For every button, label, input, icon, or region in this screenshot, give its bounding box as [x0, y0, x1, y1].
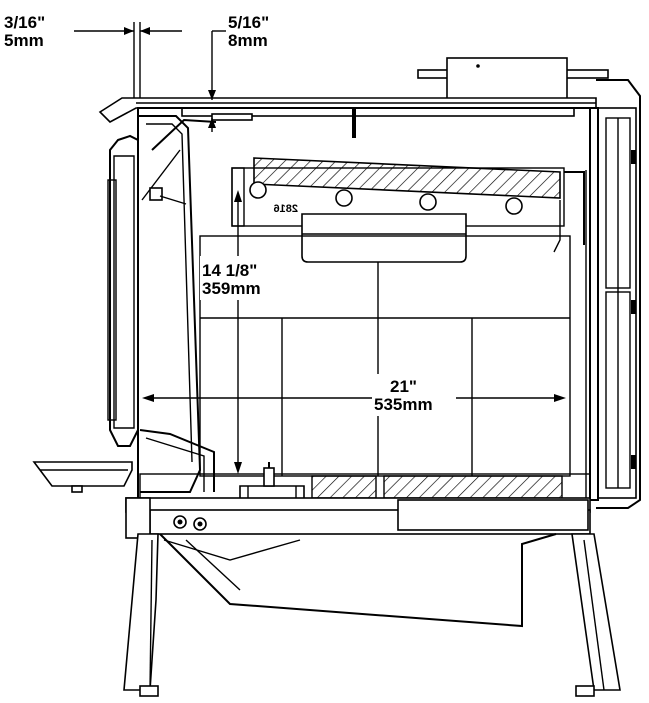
baffle-board: [231, 157, 585, 263]
firebox-depth-metric: 535mm: [374, 395, 433, 414]
front-door: [107, 115, 217, 493]
bottom-pan: [159, 533, 557, 628]
firebox-floor: [139, 473, 591, 501]
flue-collar: [417, 57, 609, 101]
baffle-gap-metric: 8mm: [228, 31, 268, 50]
ash-lip-shelf: [32, 461, 133, 493]
dimension-baffle-gap: 5/16" 8mm: [208, 13, 269, 132]
top-clearance-metric: 5mm: [4, 31, 44, 50]
stove-legs: [123, 533, 621, 697]
baffle-gap-imperial: 5/16": [228, 13, 269, 32]
top-clearance-imperial: 3/16": [4, 13, 45, 32]
firebox-depth-imperial: 21": [390, 377, 417, 396]
firebox-height-imperial: 14 1/8": [202, 261, 257, 280]
dimension-top-clearance: 3/16" 5mm: [4, 13, 182, 98]
rear-heat-shield: [596, 79, 641, 509]
firebox-height-metric: 359mm: [202, 279, 261, 298]
dimension-firebox-depth: 21" 535mm: [142, 374, 566, 416]
top-plate: [98, 97, 597, 138]
part-stamp: 2816: [274, 203, 298, 215]
dimension-firebox-height: 14 1/8" 359mm: [200, 190, 280, 474]
stove-base: [125, 497, 591, 539]
